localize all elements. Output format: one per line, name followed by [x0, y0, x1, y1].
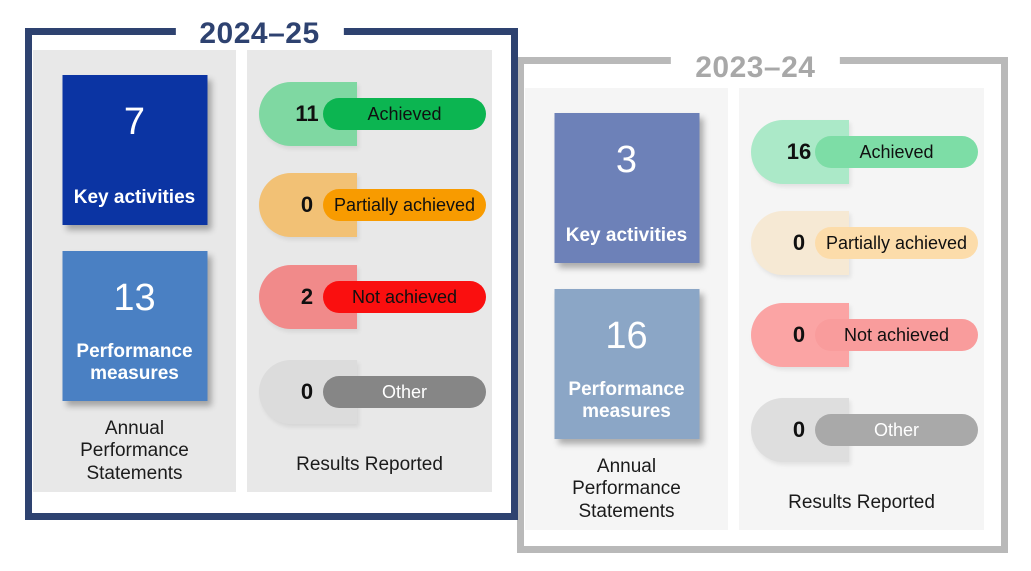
result-badge-other: Other 0	[751, 398, 979, 462]
key-activities-box: 3 Key activities	[554, 113, 699, 263]
results-caption: Results Reported	[296, 454, 443, 475]
badge-count: 2	[300, 284, 314, 309]
result-badge-not-achieved: Not achieved 0	[751, 303, 979, 367]
performance-measures-label: Performance measures	[568, 379, 685, 423]
results-caption: Results Reported	[788, 492, 935, 513]
badge-count: 11	[295, 101, 319, 126]
key-activities-count: 7	[123, 101, 146, 143]
badge-pill: Not achieved	[323, 281, 486, 313]
badge-count: 0	[300, 192, 314, 217]
key-activities-count: 3	[615, 139, 638, 181]
panel-2023-24: 2023–24 3 Key activities 16 Performance …	[517, 50, 1008, 553]
panel-title-2023-24: 2023–24	[671, 50, 840, 86]
statements-column: 3 Key activities 16 Performance measures…	[525, 88, 728, 530]
statements-caption: Annual Performance Statements	[80, 418, 189, 484]
results-column: Achieved 11 Partially achieved 0 Not ach…	[247, 50, 492, 492]
badge-pill: Other	[323, 376, 486, 408]
key-activities-label: Key activities	[73, 187, 196, 209]
badge-pill: Achieved	[323, 98, 486, 130]
badge-count: 0	[300, 379, 314, 404]
badge-count: 0	[792, 322, 806, 347]
badge-pill: Not achieved	[815, 319, 978, 351]
statements-caption: Annual Performance Statements	[572, 456, 681, 522]
result-badge-achieved: Achieved 16	[751, 120, 979, 184]
badge-pill: Partially achieved	[815, 227, 978, 259]
result-badge-other: Other 0	[259, 360, 487, 424]
statements-column: 7 Key activities 13 Performance measures…	[33, 50, 236, 492]
result-badge-not-achieved: Not achieved 2	[259, 265, 487, 329]
performance-measures-box: 13 Performance measures	[62, 251, 207, 401]
badge-count: 0	[792, 417, 806, 442]
badge-pill: Partially achieved	[323, 189, 486, 221]
badge-count: 16	[786, 139, 812, 164]
key-activities-label: Key activities	[565, 225, 688, 247]
result-badge-partially-achieved: Partially achieved 0	[751, 211, 979, 275]
performance-measures-count: 13	[113, 277, 156, 319]
results-column: Achieved 16 Partially achieved 0 Not ach…	[739, 88, 984, 530]
badge-pill: Achieved	[815, 136, 978, 168]
performance-measures-box: 16 Performance measures	[554, 289, 699, 439]
panel-title-2024-25: 2024–25	[175, 16, 344, 52]
result-badge-achieved: Achieved 11	[259, 82, 487, 146]
badge-count: 0	[792, 230, 806, 255]
badge-pill: Other	[815, 414, 978, 446]
result-badge-partially-achieved: Partially achieved 0	[259, 173, 487, 237]
performance-measures-count: 16	[605, 315, 648, 357]
performance-measures-label: Performance measures	[76, 341, 193, 385]
key-activities-box: 7 Key activities	[62, 75, 207, 225]
panel-2024-25: 2024–25 7 Key activities 13 Performance …	[25, 16, 518, 520]
